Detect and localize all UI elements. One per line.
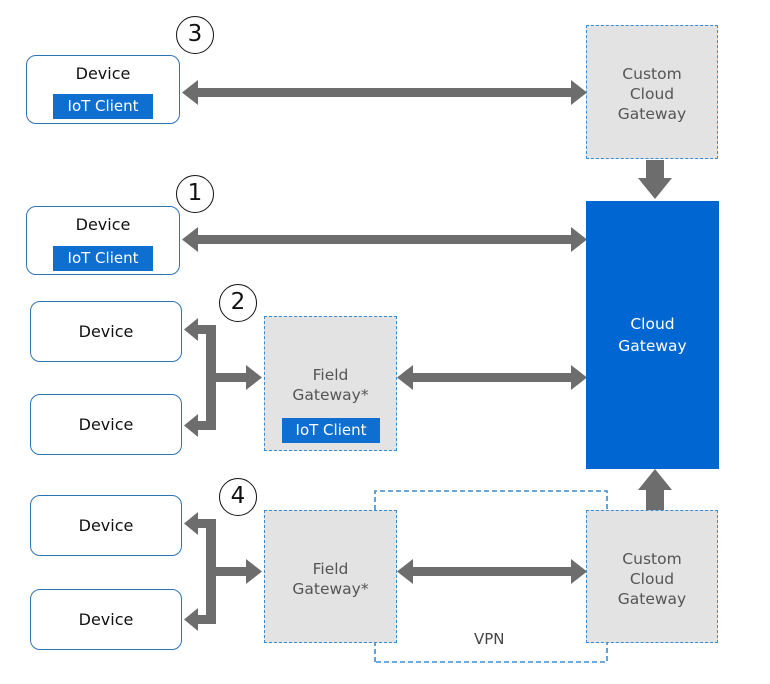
cloud-gateway: Cloud Gateway [586,201,719,469]
field-gateway-label: Field Gateway* [265,559,396,599]
custom-cloud-gateway-label: Custom Cloud Gateway [587,549,717,609]
device-label: Device [78,322,134,341]
arrow-custom-gateway-to-cloud-gateway [638,160,672,199]
field-gateway-scenario-4: Field Gateway* [264,510,397,643]
custom-cloud-gateway-label: Custom Cloud Gateway [587,64,717,124]
label-line: Gateway* [292,386,369,404]
label-line: Gateway* [292,580,369,598]
scenario-badge-1: 1 [176,175,214,213]
arrow-field-gateway2-to-cloud-gateway [397,365,587,390]
arrow-device3-to-custom-gateway [182,80,587,105]
custom-cloud-gateway-top: Custom Cloud Gateway [586,25,718,159]
iot-client-tag: IoT Client [53,94,153,119]
device-label: Device [78,415,134,434]
scenario-badge-4: 4 [219,478,257,516]
bracket-devices-to-field-gateway-2 [184,318,262,437]
device-scenario-3: Device IoT Client [26,55,180,124]
iot-client-tag: IoT Client [282,418,380,443]
label-line: Gateway [618,337,687,355]
label-line: Custom [622,65,682,83]
device-scenario-4a: Device [30,495,182,556]
label-line: Gateway [617,590,687,608]
label-line: Gateway [617,105,687,123]
field-gateway-scenario-2: Field Gateway* IoT Client [264,316,397,451]
cloud-gateway-label: Cloud Gateway [586,313,719,357]
device-scenario-1: Device IoT Client [26,206,180,275]
label-line: Cloud [629,85,675,103]
device-label: Device [75,64,131,83]
device-label: Device [75,215,131,234]
arrow-custom-gateway4-to-cloud-gateway [638,469,672,510]
device-scenario-2a: Device [30,301,182,362]
label-line: Field [312,366,349,384]
vpn-label: VPN [474,630,505,648]
field-gateway-label: Field Gateway* [265,365,396,405]
custom-cloud-gateway-bottom: Custom Cloud Gateway [586,510,718,643]
scenario-badge-2: 2 [219,284,257,322]
bracket-devices-to-field-gateway-4 [184,512,262,631]
device-label: Device [78,610,134,629]
iot-client-tag: IoT Client [53,246,153,271]
arrow-device1-to-cloud-gateway [182,227,587,252]
label-line: Cloud [629,570,675,588]
label-line: Field [312,560,349,578]
scenario-badge-3: 3 [176,16,214,54]
label-line: Cloud [630,315,675,333]
device-scenario-4b: Device [30,589,182,650]
arrow-field-gateway4-to-custom-gateway4 [397,559,587,584]
device-scenario-2b: Device [30,394,182,455]
device-label: Device [78,516,134,535]
label-line: Custom [622,550,682,568]
